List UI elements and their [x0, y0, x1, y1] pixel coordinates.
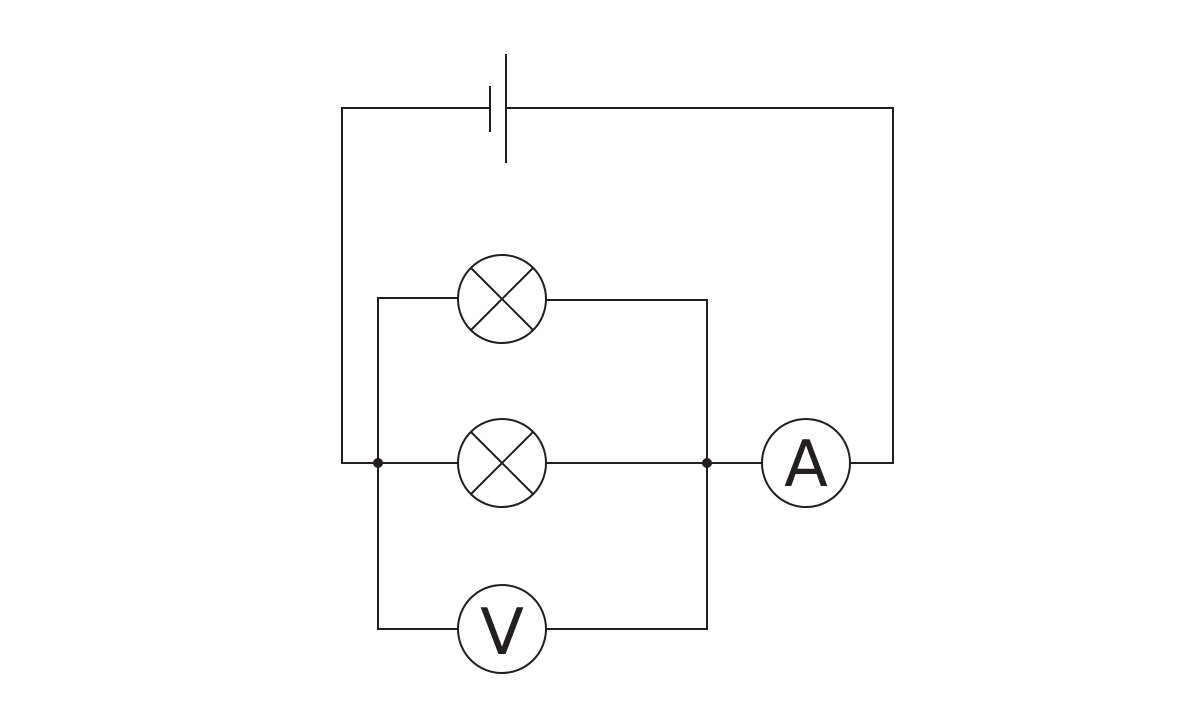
outer-loop-wires	[341, 107, 894, 464]
voltmeter-circle	[457, 584, 547, 674]
voltmeter-label: V	[480, 596, 524, 670]
ammeter: A	[761, 418, 851, 508]
lamp-top	[457, 254, 547, 344]
top-lamp-branch	[377, 254, 708, 344]
lamp-top-cross-2	[470, 267, 534, 331]
junction-dot-right	[702, 458, 712, 468]
ammeter-circle	[761, 418, 851, 508]
voltmeter: V	[457, 584, 547, 674]
junction-dot-left	[373, 458, 383, 468]
voltmeter-branch: V	[377, 584, 708, 674]
battery-cell	[489, 54, 507, 163]
lamp-middle	[457, 418, 547, 508]
lamp-middle-cross-2	[470, 431, 534, 495]
ammeter-label: A	[784, 428, 828, 502]
middle-lamp-branch	[377, 418, 708, 508]
